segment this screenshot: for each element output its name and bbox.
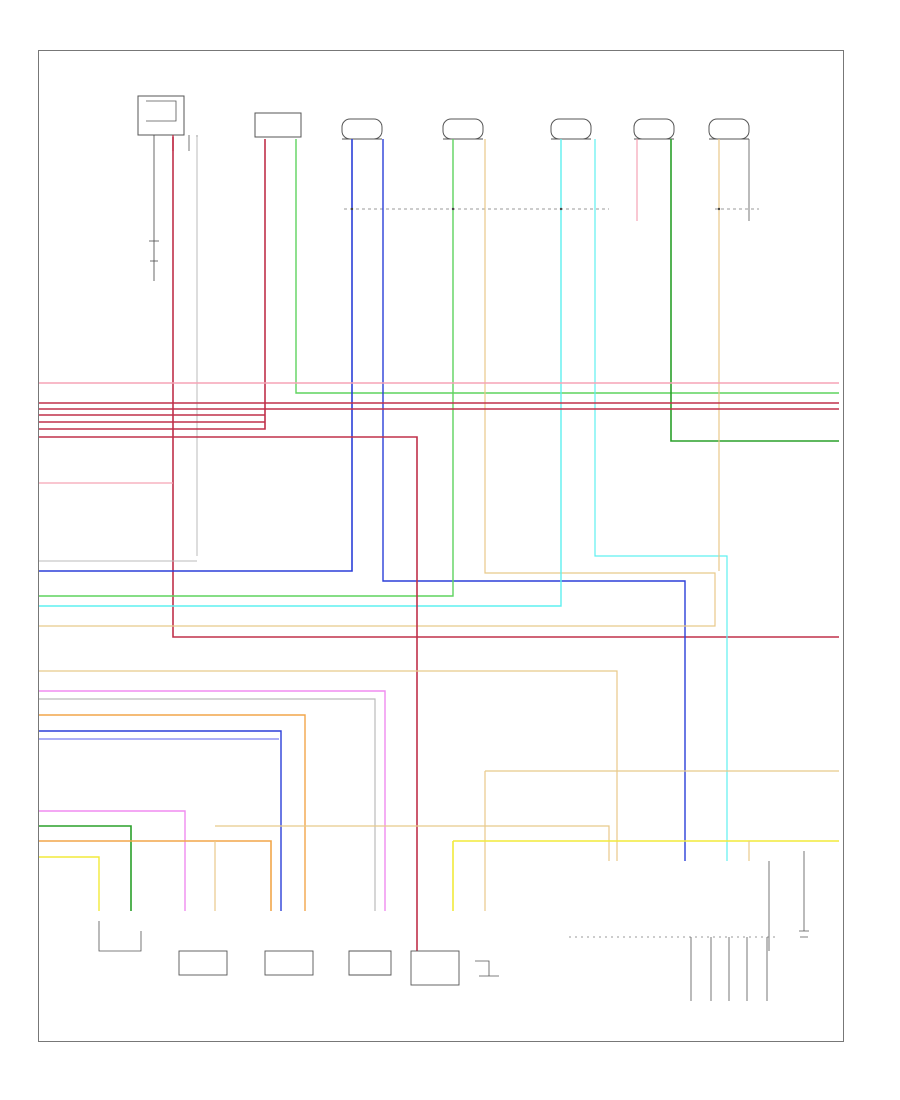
vertical-wires-top bbox=[39, 137, 839, 861]
bottom-wires bbox=[39, 770, 839, 951]
wiring-diagram bbox=[39, 95, 839, 1001]
junction-dots bbox=[350, 207, 721, 211]
bottom-components bbox=[98, 921, 809, 1001]
diagram-frame bbox=[38, 50, 844, 1042]
fuel-injector-harness-component bbox=[137, 95, 198, 281]
injector-connectors bbox=[341, 118, 750, 140]
lower-left-wires bbox=[39, 670, 618, 911]
ignition-coil-harness-component bbox=[254, 112, 302, 138]
horizontal-bus-wires bbox=[39, 382, 839, 951]
